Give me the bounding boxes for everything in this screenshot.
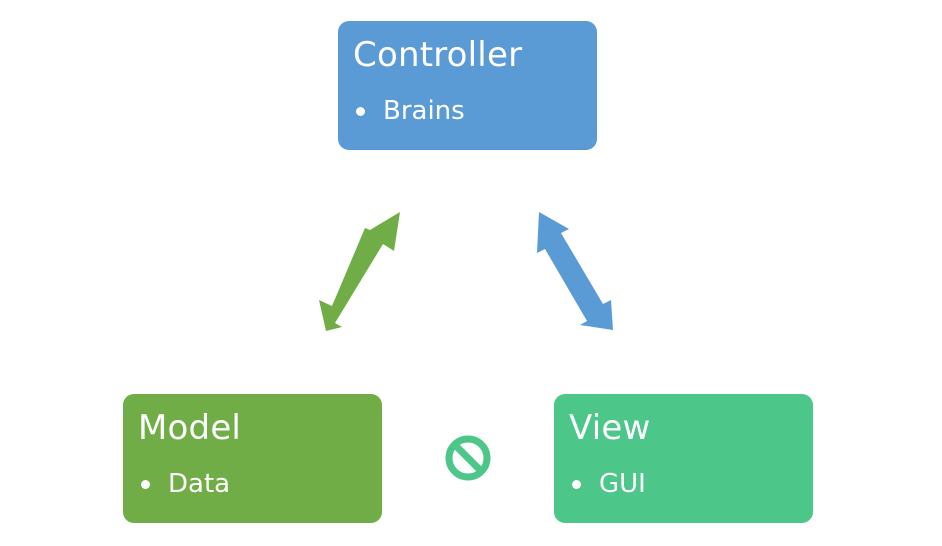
view-box: View GUI (554, 394, 813, 523)
model-bullet-item: Data (138, 469, 230, 499)
controller-box: Controller Brains (338, 21, 597, 150)
view-bullet-item: GUI (569, 469, 646, 499)
bullet-icon (572, 479, 581, 489)
model-controller-arrow (319, 212, 400, 331)
controller-bullet-item: Brains (353, 96, 465, 126)
view-item-label: GUI (599, 469, 646, 499)
bullet-icon (356, 106, 365, 116)
controller-title: Controller (353, 35, 523, 75)
no-entry-icon (445, 435, 491, 481)
view-title: View (569, 408, 651, 448)
model-box: Model Data (123, 394, 382, 523)
bullet-icon (141, 479, 150, 489)
controller-item-label: Brains (383, 96, 465, 126)
model-title: Model (138, 408, 242, 448)
model-item-label: Data (168, 469, 231, 499)
view-controller-arrow (537, 212, 613, 330)
